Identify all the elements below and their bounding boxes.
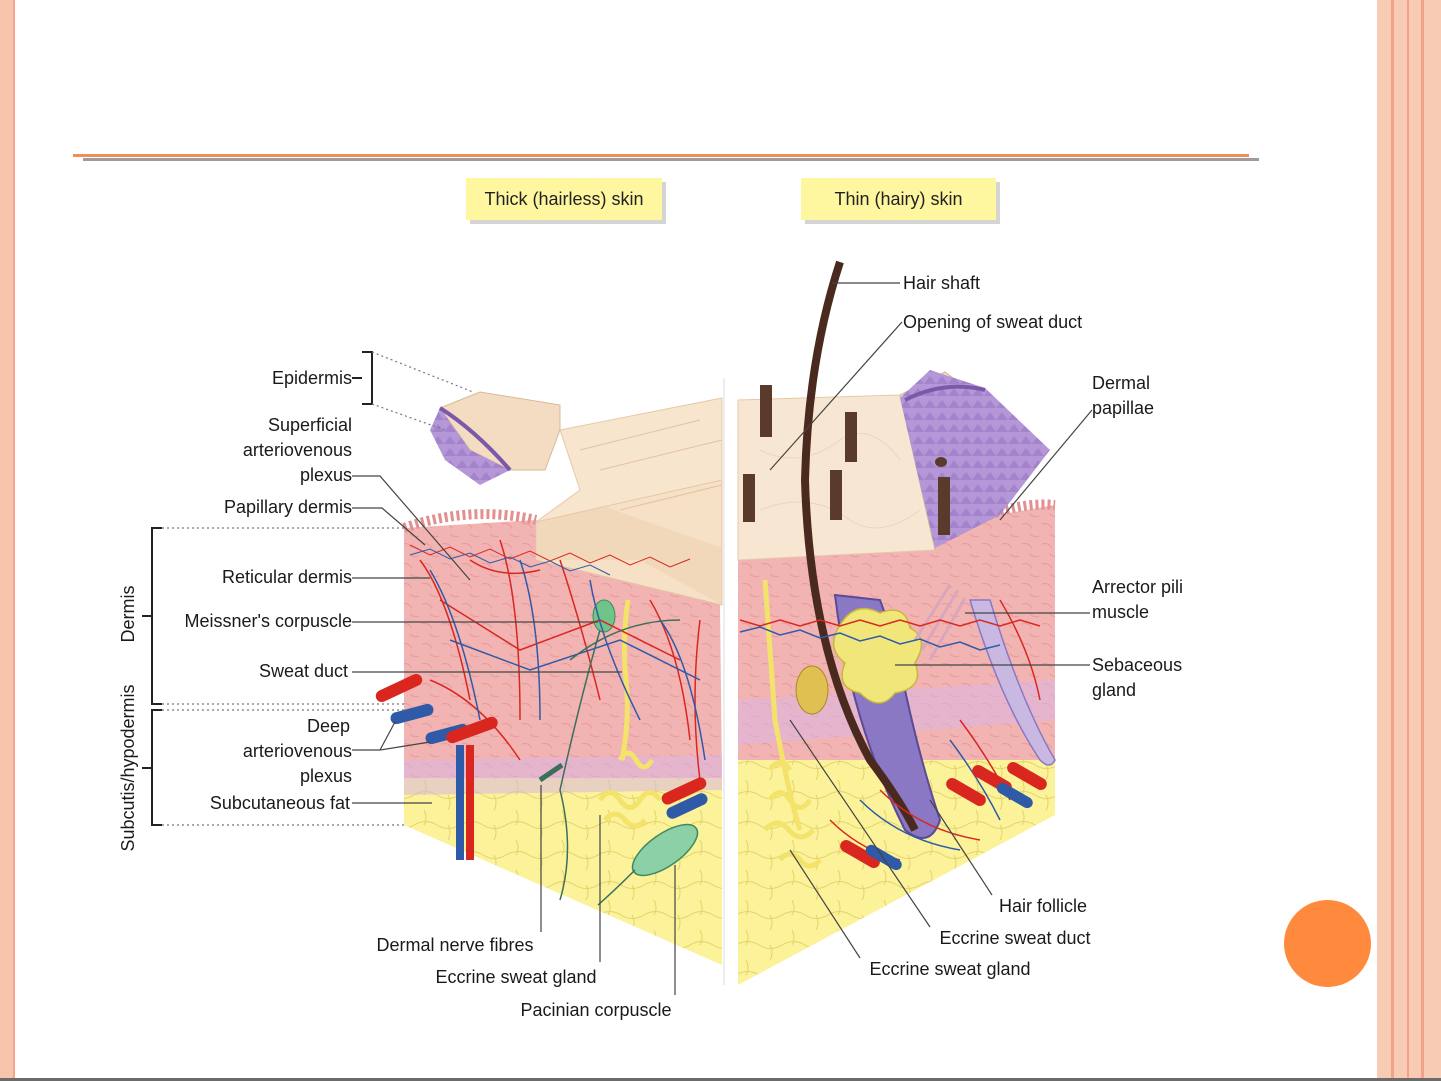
label-arrector-pili-2: muscle [1092, 602, 1149, 622]
title-rule-orange [73, 154, 1249, 157]
label-eccrine-duct: Eccrine sweat duct [939, 928, 1090, 948]
right-leader-lines [769, 282, 1093, 959]
thin-skin-block [737, 260, 1056, 985]
label-meissner: Meissner's corpuscle [185, 611, 353, 631]
slide-border-bottom [0, 1078, 1441, 1081]
right-fat-layer [738, 760, 1055, 985]
left-leader-lines [142, 351, 676, 995]
right-labels: Hair shaft Opening of sweat duct Dermal … [869, 273, 1183, 979]
label-subcutis-vertical: Subcutis/hypodermis [118, 684, 138, 851]
label-superficial-1: Superficial [268, 415, 352, 435]
slide-border-left [0, 0, 13, 1081]
label-epidermis: Epidermis [272, 368, 352, 388]
header-thick-skin: Thick (hairless) skin [466, 178, 662, 220]
label-sebaceous-2: gland [1092, 680, 1136, 700]
label-hair-follicle: Hair follicle [999, 896, 1087, 916]
label-deep-1: Deep [307, 716, 350, 736]
label-hair-shaft: Hair shaft [903, 273, 980, 293]
left-labels: Epidermis Superficial arteriovenous plex… [118, 368, 352, 852]
meissner-corpuscle-shape [592, 599, 616, 633]
label-eccrine-gland-left: Eccrine sweat gland [435, 967, 596, 987]
label-dermis-vertical: Dermis [118, 586, 138, 643]
label-sweat-opening: Opening of sweat duct [903, 312, 1082, 332]
header-thin-skin: Thin (hairy) skin [801, 178, 996, 220]
label-superficial-3: plexus [300, 465, 352, 485]
label-deep-2: arteriovenous [243, 741, 352, 761]
label-arrector-pili-1: Arrector pili [1092, 577, 1183, 597]
title-rule-gray [83, 158, 1259, 161]
label-sweat-duct: Sweat duct [259, 661, 348, 681]
label-papillary-dermis: Papillary dermis [224, 497, 352, 517]
hair-shaft-shape [800, 260, 919, 832]
label-dermal-papillae-1: Dermal [1092, 373, 1150, 393]
label-eccrine-gland-right: Eccrine sweat gland [869, 959, 1030, 979]
sebaceous-gland-shape [832, 607, 923, 704]
label-superficial-2: arteriovenous [243, 440, 352, 460]
slide-border-left-line [13, 0, 15, 1081]
label-reticular-dermis: Reticular dermis [222, 567, 352, 587]
label-deep-3: plexus [300, 766, 352, 786]
label-sebaceous-1: Sebaceous [1092, 655, 1182, 675]
slide-corner-circle [1284, 900, 1371, 987]
label-dermal-nerve-fibres: Dermal nerve fibres [376, 935, 533, 955]
label-dermal-papillae-2: papillae [1092, 398, 1154, 418]
label-subcutaneous-fat: Subcutaneous fat [210, 793, 350, 813]
bottom-labels: Dermal nerve fibres Eccrine sweat gland … [376, 935, 671, 1020]
thick-skin-block [375, 391, 723, 965]
slide-border-right [1377, 0, 1441, 1081]
label-pacinian-corpuscle: Pacinian corpuscle [520, 1000, 671, 1020]
hair-stub [760, 385, 772, 437]
